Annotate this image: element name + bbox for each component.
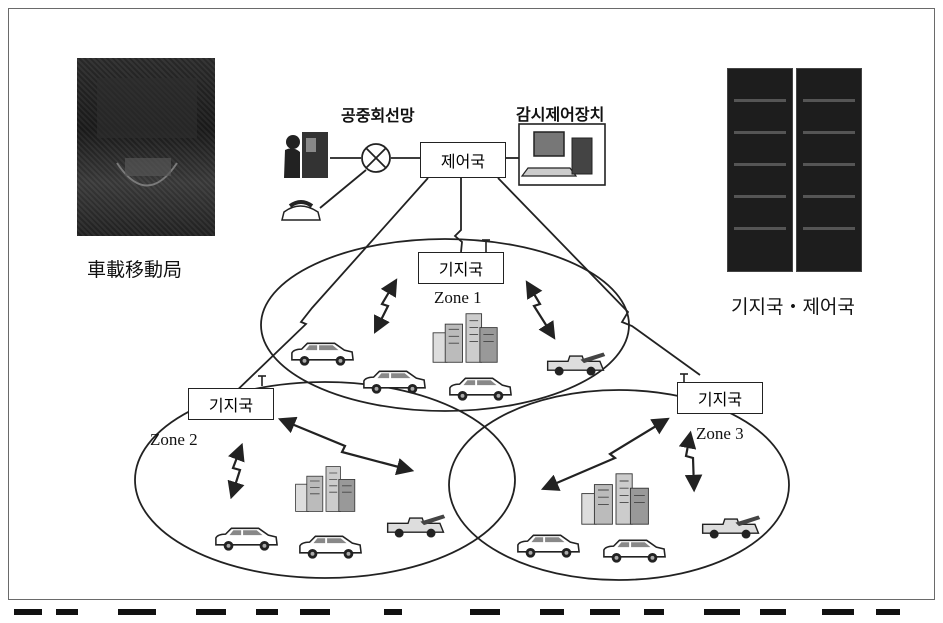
zone2-ellipse bbox=[134, 381, 516, 579]
public-network-label: 공중회선망 bbox=[341, 106, 415, 125]
equipment-rack-left bbox=[727, 68, 793, 272]
link-control-to-base3 bbox=[497, 177, 701, 376]
vehicle-station-caption: 車載移動局 bbox=[87, 259, 183, 281]
computer-icon bbox=[518, 123, 606, 186]
base-control-caption: 기지국・제어국 bbox=[731, 296, 855, 318]
telephone-icon bbox=[281, 200, 321, 221]
base-station-3-box: 기지국 bbox=[677, 382, 763, 414]
zone3-label: Zone 3 bbox=[696, 424, 744, 443]
car-icon bbox=[449, 377, 512, 402]
building-icon bbox=[432, 313, 498, 363]
car-icon bbox=[517, 534, 580, 559]
monitor-control-label: 감시제어장치 bbox=[516, 105, 605, 124]
control-station-box: 제어국 bbox=[420, 142, 506, 178]
building-icon bbox=[581, 473, 649, 525]
truck-icon bbox=[386, 513, 446, 539]
vehicle-unit-icon bbox=[97, 78, 197, 187]
diagram-frame bbox=[8, 8, 935, 600]
equipment-rack-right bbox=[796, 68, 862, 272]
zone2-label: Zone 2 bbox=[150, 430, 198, 449]
link-control-to-base2 bbox=[227, 177, 429, 400]
exchange-cross-icon bbox=[361, 143, 391, 173]
antenna-icon bbox=[258, 239, 688, 386]
truck-icon bbox=[546, 351, 606, 377]
vehicle-station-photo bbox=[77, 58, 215, 236]
bottom-dash-strip bbox=[0, 609, 943, 623]
base-station-1-box: 기지국 bbox=[418, 252, 504, 284]
building-icon bbox=[295, 466, 356, 512]
radio-link-icon bbox=[227, 278, 703, 500]
car-icon bbox=[363, 370, 426, 395]
zone3-ellipse bbox=[448, 389, 790, 581]
truck-icon bbox=[701, 514, 761, 540]
car-icon bbox=[291, 342, 354, 367]
link-control-to-base1 bbox=[453, 178, 463, 253]
car-icon bbox=[215, 527, 278, 552]
car-icon bbox=[603, 539, 666, 564]
phone-booth-icon bbox=[284, 132, 328, 178]
zone1-label: Zone 1 bbox=[434, 288, 482, 307]
car-icon bbox=[299, 535, 362, 560]
base-station-2-box: 기지국 bbox=[188, 388, 274, 420]
